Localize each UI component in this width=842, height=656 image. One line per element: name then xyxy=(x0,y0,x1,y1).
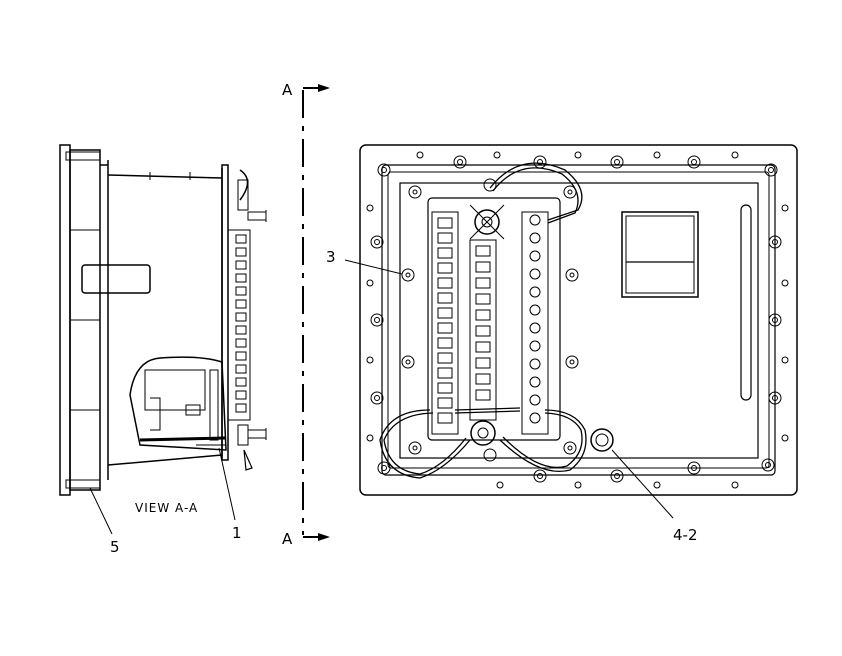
section-line-a-a: A A xyxy=(282,81,330,548)
inner-panel xyxy=(399,182,759,459)
callout-5: 5 xyxy=(110,538,120,556)
terminal-strip-left xyxy=(431,211,459,435)
breather-fitting xyxy=(590,428,614,452)
side-view: 1 5 VIEW A-A xyxy=(59,144,267,556)
display-window xyxy=(621,211,699,298)
vertical-slot xyxy=(740,204,752,401)
callout-1: 1 xyxy=(232,524,242,542)
enclosure-outer xyxy=(359,144,798,496)
side-handle xyxy=(81,264,151,294)
callout-4-2: 4-2 xyxy=(673,526,698,544)
perimeter-bolts xyxy=(370,155,782,483)
ground-stud-top xyxy=(469,204,505,240)
callout-3: 3 xyxy=(326,248,336,266)
side-terminal-stack xyxy=(227,229,251,421)
wiring-harness xyxy=(379,162,587,479)
terminal-strip-right xyxy=(521,211,549,435)
front-view: 3 4-2 xyxy=(326,144,798,544)
section-label-top: A xyxy=(282,81,293,99)
cutaway-detail xyxy=(129,356,227,451)
flange-bolts xyxy=(65,151,101,489)
ground-stud-bottom xyxy=(470,420,496,446)
view-caption: VIEW A-A xyxy=(135,501,198,515)
terminal-backplate xyxy=(427,197,561,441)
section-label-bottom: A xyxy=(282,530,293,548)
terminal-strip-middle xyxy=(469,239,497,421)
